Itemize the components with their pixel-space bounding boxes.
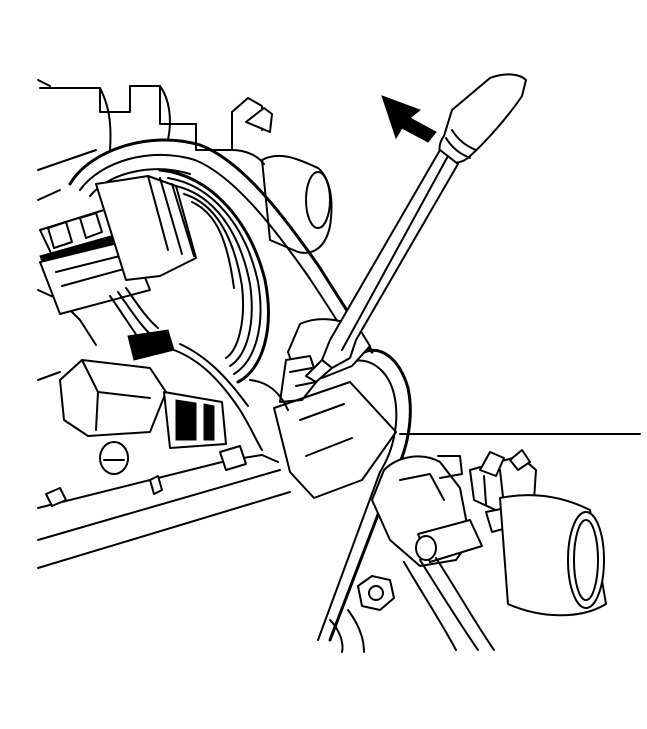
- bolt: [329, 575, 395, 653]
- wiring-harness: [109, 287, 263, 451]
- ignition-coil: [45, 359, 227, 507]
- electrical-connector: [39, 175, 197, 315]
- engine-block: [37, 79, 333, 569]
- force-arrow: [381, 95, 437, 143]
- hose-fitting: [371, 433, 641, 651]
- pry-tool: [305, 73, 527, 383]
- belt-tensioner: [249, 318, 397, 499]
- pulley: [158, 168, 270, 384]
